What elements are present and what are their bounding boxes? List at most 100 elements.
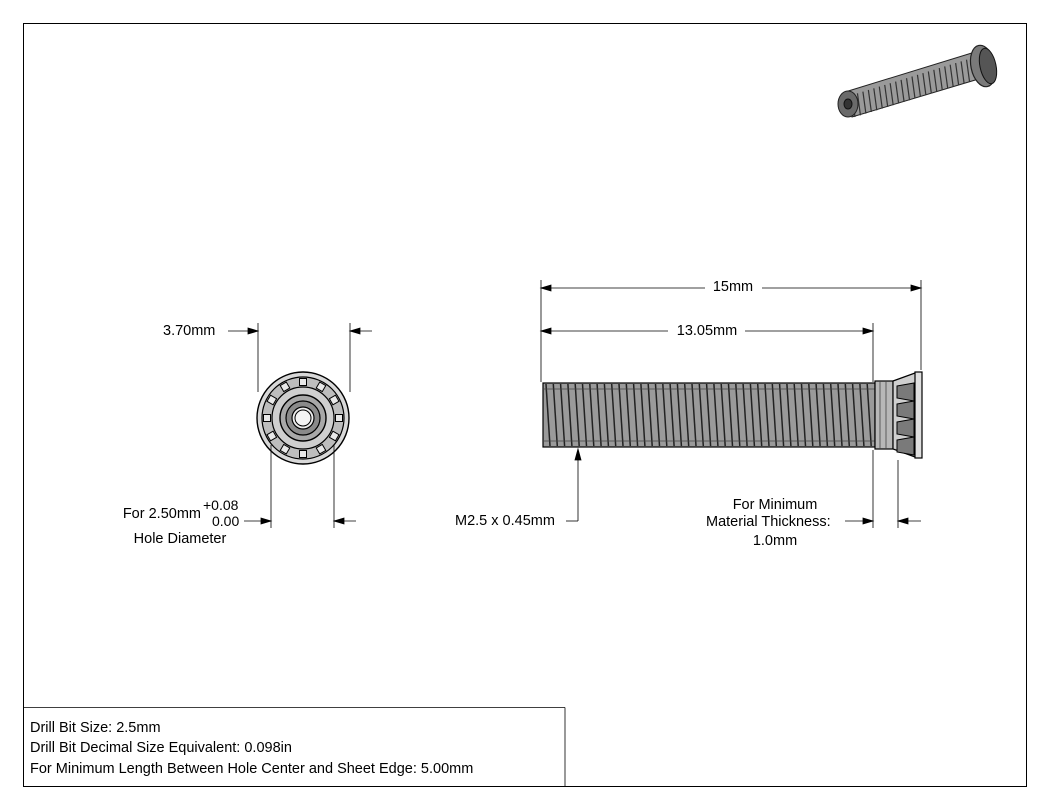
iso-thread-crest [927, 71, 932, 94]
thread-crest [589, 383, 595, 447]
end-view-width-label: 3.70mm [163, 323, 216, 339]
thread-crest [851, 383, 858, 447]
knurl-tooth [279, 443, 291, 455]
iso-thread-crest [889, 83, 894, 106]
knurl-tooth [328, 394, 340, 406]
thread-crest [822, 383, 829, 447]
hole-size-label: For 2.50mm [122, 506, 201, 522]
thread-crest [866, 383, 872, 447]
min-thickness-line2: Material Thickness: [706, 514, 831, 530]
thread-crest [618, 383, 624, 447]
knurl-tooth [315, 381, 327, 393]
thread-crest [764, 383, 770, 447]
thread-crest [837, 383, 843, 447]
thread-crest [793, 383, 799, 447]
knurl-tooth [266, 394, 278, 406]
end-view-dimensions [228, 323, 372, 528]
iso-thread-crest [955, 62, 960, 86]
thread-callout-label: M2.5 x 0.45mm [455, 513, 555, 529]
iso-thread-crest [884, 84, 889, 107]
knurl-tooth [335, 414, 343, 422]
thread-crest [603, 383, 610, 447]
thread-crest [596, 383, 602, 447]
thread-crest [581, 383, 588, 447]
knurl-tooth [266, 430, 278, 442]
iso-thread-crest [949, 64, 954, 87]
thread-length-label: 13.05mm [676, 323, 738, 339]
iso-thread-crest [873, 88, 878, 111]
hole-diameter-caption: Hole Diameter [133, 531, 227, 547]
knurl-tooth [263, 414, 271, 422]
thread-crest [610, 383, 617, 447]
side-view-dimensions [539, 280, 923, 528]
iso-thread-crest [867, 89, 872, 113]
overall-length-label: 15mm [712, 279, 754, 295]
iso-thread-crest [965, 59, 971, 82]
side-view [542, 371, 923, 459]
thread-crest [844, 383, 851, 447]
thread-crest [654, 383, 661, 447]
thread-crest [815, 383, 821, 447]
min-thickness-line1: For Minimum [732, 497, 818, 513]
iso-thread-crest [911, 76, 916, 99]
knurl-tooth [299, 450, 307, 458]
thread-crest [691, 383, 697, 447]
iso-thread-crest [856, 93, 862, 116]
thread-crest [778, 383, 785, 447]
thread-crest [720, 383, 726, 447]
thread-crest [749, 383, 756, 447]
thread-crest [552, 383, 559, 447]
min-thickness-value: 1.0mm [752, 533, 798, 549]
note-min-edge: For Minimum Length Between Hole Center a… [30, 761, 474, 777]
thread-crest [800, 383, 807, 447]
thread-crest [735, 383, 741, 447]
iso-thread-crest [895, 81, 900, 104]
flange-tooth [896, 418, 915, 438]
iso-thread-crest [960, 61, 965, 84]
iso-thread-crest [933, 69, 938, 92]
iso-thread-crest [944, 66, 949, 89]
thread-crest [829, 383, 836, 447]
knurl-tooth [279, 381, 291, 393]
thread-crest [808, 383, 814, 447]
thread-crest [756, 383, 763, 447]
iso-thread-crest [862, 91, 867, 114]
tolerance-minus: 0.00 [212, 513, 240, 529]
thread-crest [567, 383, 573, 447]
iso-thread-crest [938, 68, 943, 91]
thread-crest [683, 383, 690, 447]
thread-crest [625, 383, 632, 447]
tolerance-plus: +0.08 [203, 497, 239, 513]
thread-crest [559, 383, 566, 447]
thread-crest [859, 383, 865, 447]
knurl-tooth [315, 443, 327, 455]
iso-thread-crest [905, 78, 911, 101]
thread-crest [647, 383, 653, 447]
thread-crest [705, 383, 712, 447]
thread-crest [742, 383, 748, 447]
flange-tooth [896, 382, 915, 402]
iso-thread-crest [878, 86, 883, 109]
isometric-view [837, 44, 998, 118]
thread-crest [662, 383, 668, 447]
thread-crest [676, 383, 683, 447]
sheet-border [23, 23, 1027, 787]
flange-tooth [896, 436, 915, 456]
knurl-tooth [328, 430, 340, 442]
thread-crest [698, 383, 705, 447]
thread-crest [771, 383, 778, 447]
end-view [256, 371, 350, 465]
iso-thread-crest [916, 74, 922, 97]
knurl-tooth [299, 378, 307, 386]
thread-crest [640, 383, 646, 447]
iso-thread-crest [922, 73, 927, 96]
thread-crest [574, 383, 580, 447]
thread-crest [713, 383, 719, 447]
flange-tooth [896, 400, 915, 420]
note-drill-decimal: Drill Bit Decimal Size Equivalent: 0.098… [30, 740, 292, 756]
thread-crest [669, 383, 675, 447]
thread-crest [632, 383, 639, 447]
thread-crest [727, 383, 734, 447]
